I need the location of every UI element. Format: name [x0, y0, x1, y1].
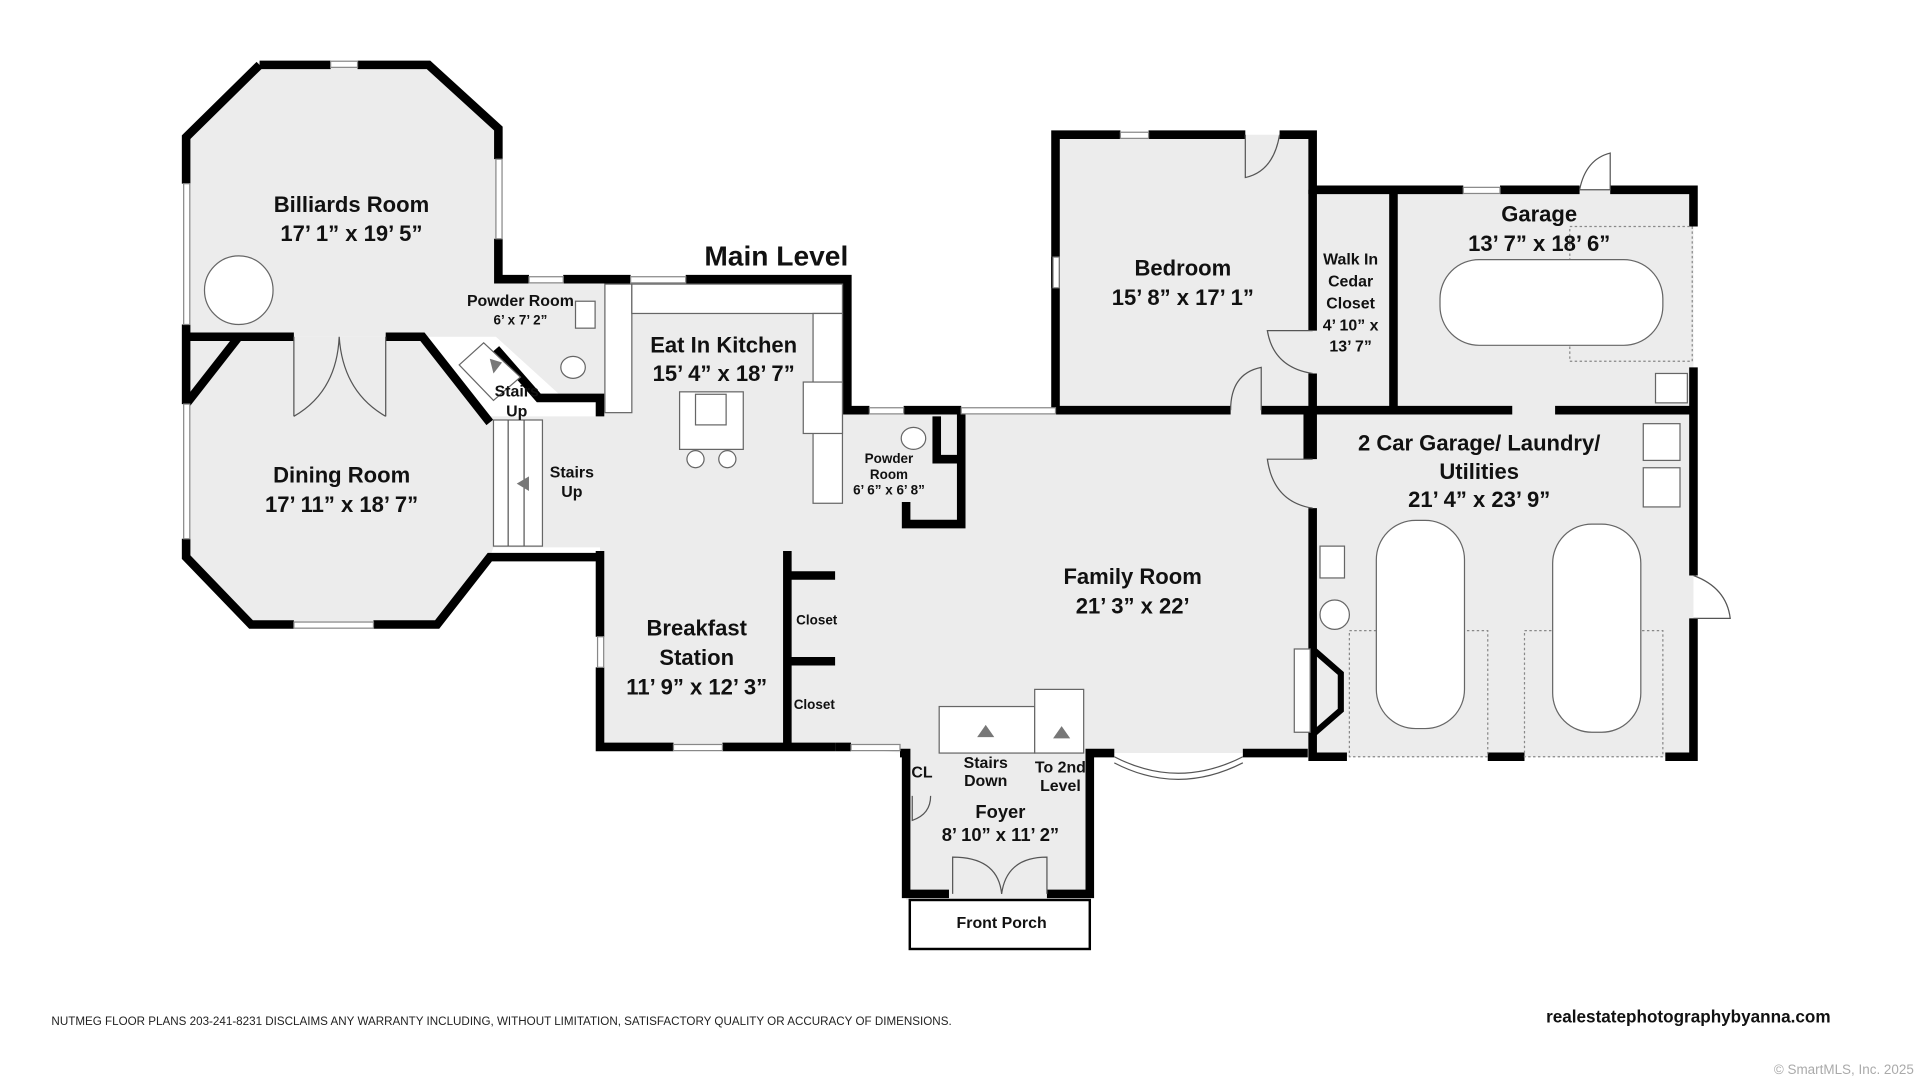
porch-outline — [908, 898, 1092, 951]
bedroom-dims: 15’ 8” x 17’ 1” — [1112, 285, 1254, 310]
water-heater-icon — [1319, 599, 1350, 631]
powder2-name2: Room — [870, 467, 908, 482]
cedar-l2: Cedar — [1328, 274, 1373, 291]
stairs-up1-l1: Stairs — [495, 384, 539, 401]
sink-icon — [574, 300, 596, 329]
spiral-stair-icon — [203, 255, 274, 326]
closet2-name: Closet — [794, 697, 836, 712]
fireplace-icon — [1309, 642, 1344, 742]
breakfast-name2: Station — [659, 645, 734, 670]
stairs-down-arrow-icon — [977, 724, 995, 738]
side-door[interactable] — [1693, 574, 1731, 619]
family-dims: 21’ 3” x 22’ — [1076, 593, 1190, 618]
website-link[interactable]: realestatephotographybyanna.com — [1546, 1006, 1831, 1026]
washer-icon — [1642, 423, 1681, 462]
powder2-name1: Powder — [865, 451, 914, 466]
billiards-name: Billiards Room — [274, 192, 429, 217]
stairs-down-l1: Stairs — [964, 755, 1008, 772]
garage2-name2: Utilities — [1439, 459, 1519, 484]
stairs-up1-l2: Up — [506, 403, 527, 420]
garage-name: Garage — [1501, 202, 1577, 227]
car-icon-3 — [1552, 523, 1642, 733]
garage2-dims: 21’ 4” x 23’ 9” — [1408, 487, 1550, 512]
family-name: Family Room — [1063, 564, 1201, 589]
cedar-l1: Walk In — [1323, 251, 1378, 268]
stairs-up2-l2: Up — [561, 484, 582, 501]
stairs-down-l2: Down — [964, 773, 1007, 790]
doors[interactable] — [293, 134, 1731, 894]
utility-sink-icon — [1654, 372, 1688, 404]
car-icon — [1439, 258, 1664, 346]
garage-entry-door[interactable] — [1266, 458, 1313, 509]
fixtures — [560, 225, 1693, 758]
billiards-dims: 17’ 1” x 19’ 5” — [280, 221, 422, 246]
kitchen-dims: 15’ 4” x 18’ 7” — [653, 361, 795, 386]
dryer-icon — [1642, 467, 1681, 508]
stairs-up2-l1: Stairs — [550, 465, 594, 482]
bedroom-closet-door[interactable] — [1244, 134, 1281, 179]
bedroom-name: Bedroom — [1135, 256, 1232, 281]
powder1-dims: 6’ x 7’ 2” — [493, 312, 547, 327]
stairs — [203, 255, 1085, 754]
to-2nd-l2: Level — [1040, 778, 1081, 795]
dining-dims: 17’ 11” x 18’ 7” — [265, 492, 418, 517]
closet1-name: Closet — [796, 612, 838, 627]
garage2-name1: 2 Car Garage/ Laundry/ — [1358, 431, 1600, 456]
garage-exterior-door[interactable] — [1578, 152, 1611, 191]
front-door[interactable] — [952, 856, 1048, 894]
furnace-icon — [1319, 545, 1346, 579]
porch-area — [909, 900, 1090, 949]
bay-window — [1114, 756, 1244, 774]
powder1-name: Powder Room — [467, 293, 574, 310]
cedar-l5: 13’ 7” — [1329, 338, 1371, 355]
dining-name: Dining Room — [273, 462, 410, 487]
cl-name: CL — [911, 765, 932, 782]
fridge-icon — [802, 381, 844, 435]
disclaimer: NUTMEG FLOOR PLANS 203-241-8231 DISCLAIM… — [51, 1015, 951, 1028]
cedar-l3: Closet — [1326, 296, 1375, 313]
stairs-up-arrow-icon-2 — [489, 358, 503, 374]
toilet-icon — [560, 355, 586, 379]
to-2nd-arrow-icon — [1053, 726, 1071, 739]
french-door[interactable] — [293, 336, 387, 417]
car-icon-2 — [1375, 519, 1466, 730]
cedar-closet-door[interactable] — [1266, 330, 1313, 375]
dining-room-area — [186, 336, 494, 625]
bedroom-door[interactable] — [1230, 366, 1262, 411]
toilet-icon-2 — [900, 426, 927, 451]
copyright: © SmartMLS, Inc. 2025 — [1774, 1062, 1914, 1077]
powder2-dims: 6’ 6” x 6’ 8” — [853, 483, 925, 498]
kitchen-name: Eat In Kitchen — [650, 333, 797, 358]
cooktop-icon — [694, 393, 727, 426]
foyer-name: Foyer — [975, 801, 1025, 822]
stairs-up-arrow-icon — [516, 476, 529, 492]
to-2nd-l1: To 2nd — [1035, 760, 1086, 777]
labels: Main Level Billiards Room 17’ 1” x 19’ 5… — [265, 192, 1610, 932]
porch-name: Front Porch — [957, 915, 1047, 932]
cedar-l4: 4’ 10” x — [1323, 318, 1379, 335]
foyer-dims: 8’ 10” x 11’ 2” — [942, 824, 1059, 845]
windows — [183, 60, 1501, 780]
plan-title: Main Level — [704, 241, 848, 272]
breakfast-dims: 11’ 9” x 12’ 3” — [626, 674, 767, 699]
walls — [181, 60, 1698, 951]
cl-door[interactable] — [911, 795, 932, 822]
garage-dims: 13’ 7” x 18’ 6” — [1468, 231, 1610, 256]
breakfast-name1: Breakfast — [647, 616, 748, 641]
